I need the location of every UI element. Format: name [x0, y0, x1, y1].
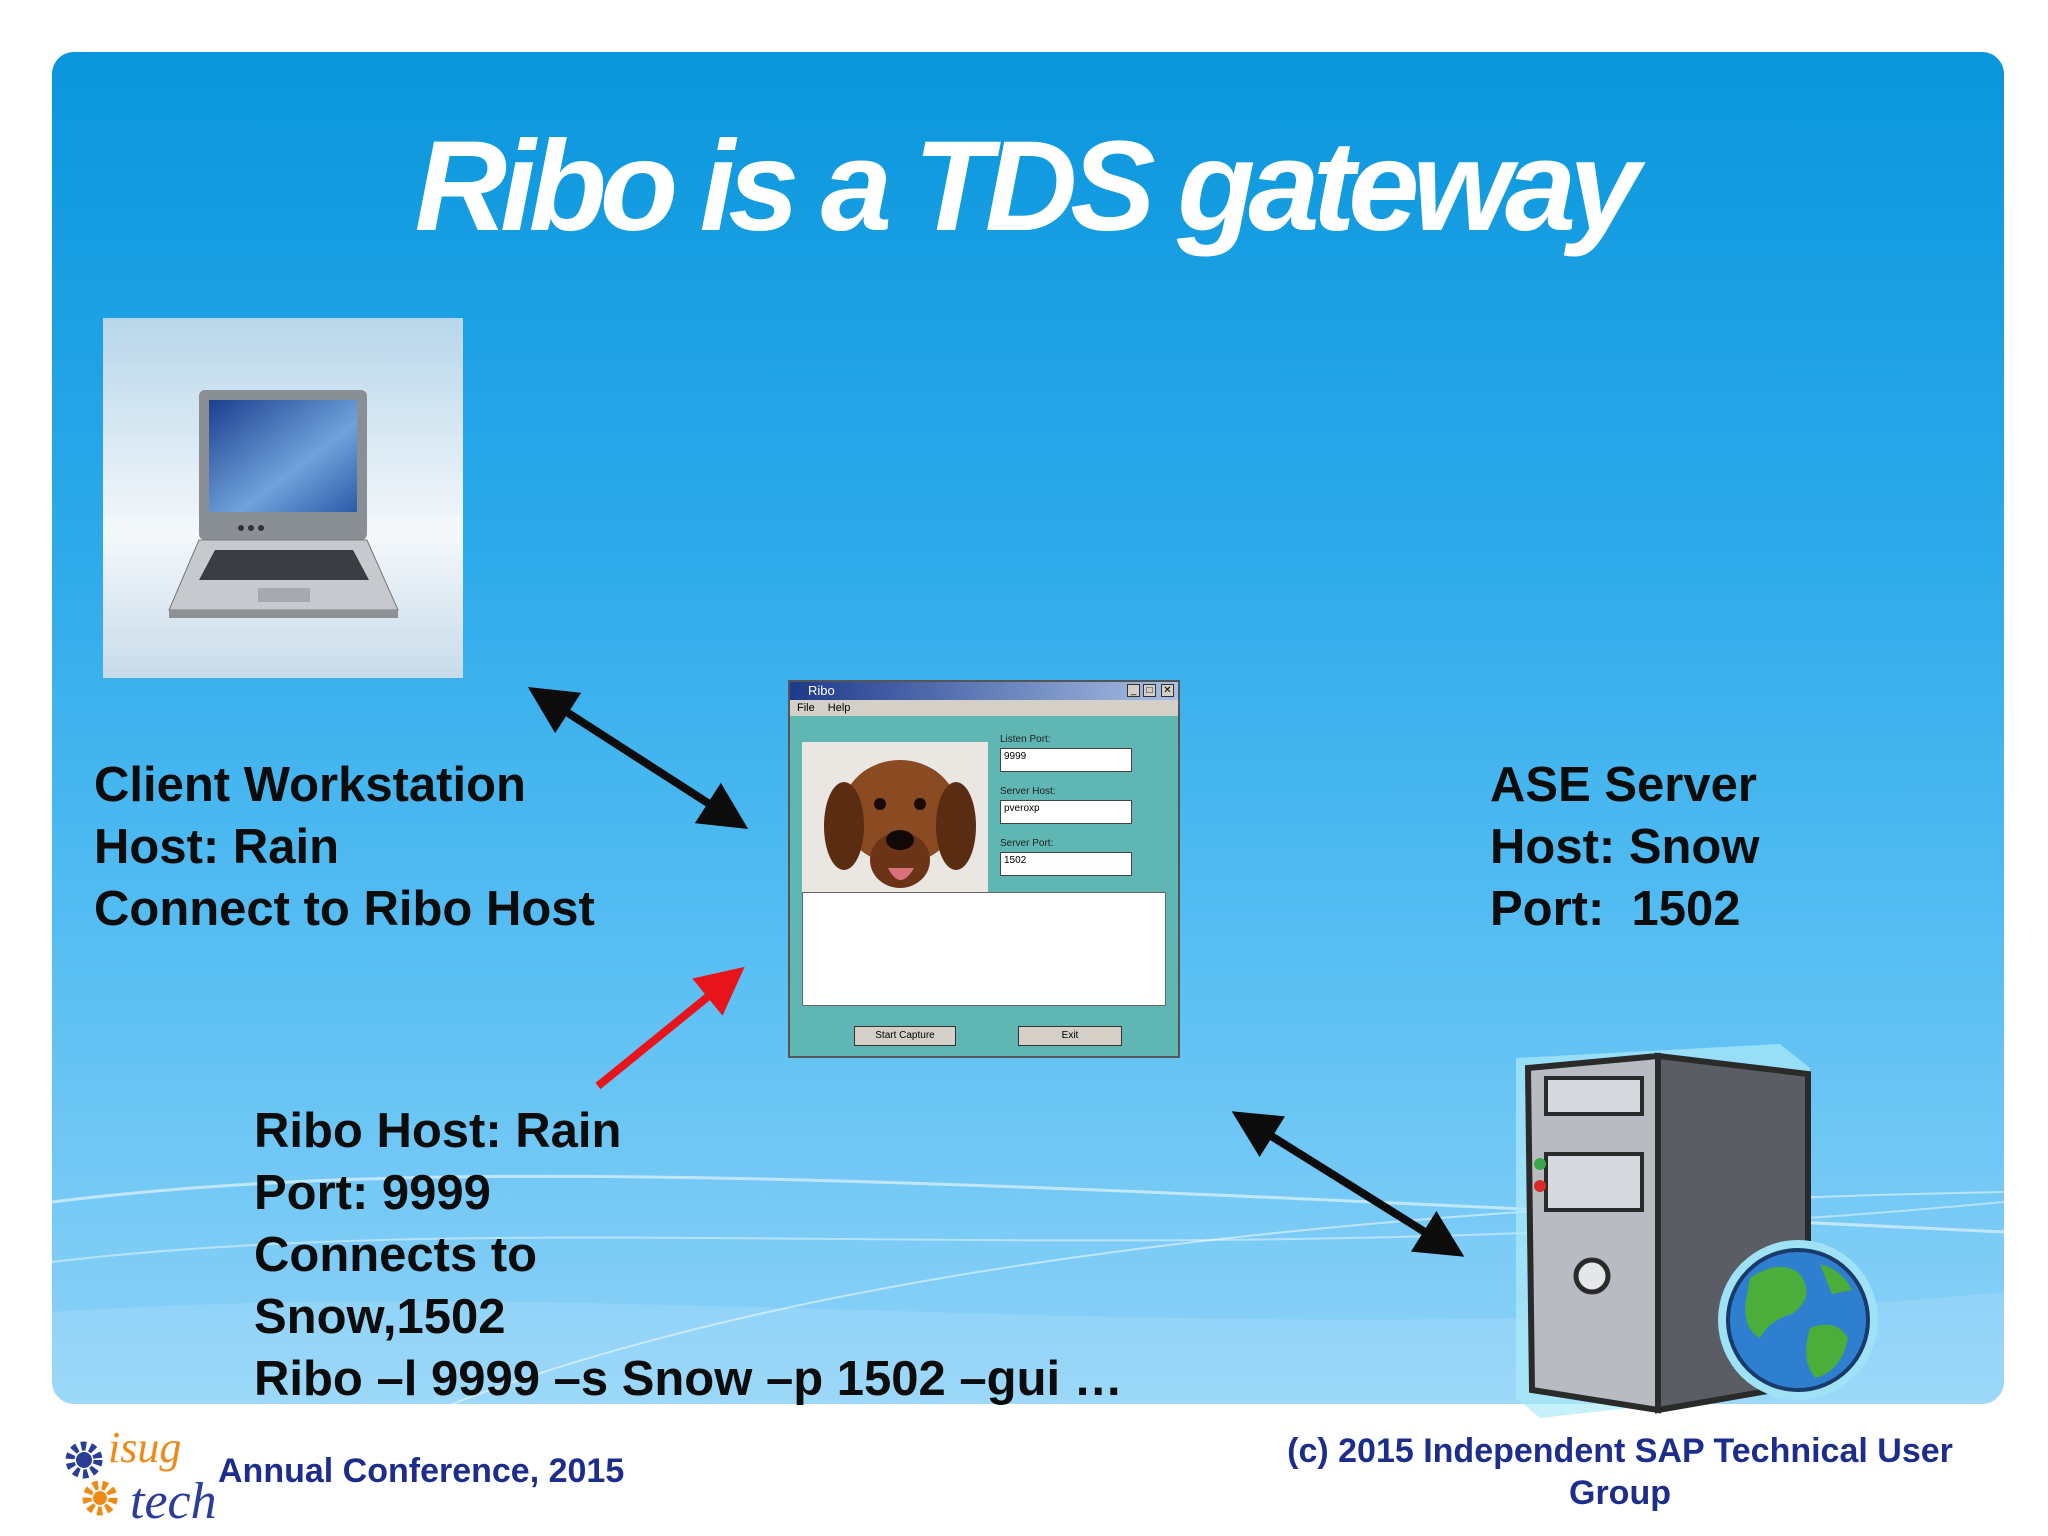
ribo-window-titlebar: Ribo _ □ ✕: [790, 682, 1178, 700]
footer-conference: Annual Conference, 2015: [218, 1452, 625, 1490]
server-host-field: pveroxp: [1000, 800, 1132, 824]
close-icon: ✕: [1161, 684, 1174, 697]
ribo-line-2: Port: 9999: [254, 1166, 491, 1220]
ribo-line-3: Connects to: [254, 1228, 538, 1282]
ribo-line-4: Snow,1502: [254, 1290, 506, 1344]
server-line-2: Host: Snow: [1490, 820, 1760, 874]
logo-isug-text: isug: [108, 1423, 181, 1472]
listen-port-field: 9999: [1000, 748, 1132, 772]
ribo-window-title: Ribo: [808, 683, 835, 698]
isug-tech-logo: isug tech: [65, 1423, 217, 1528]
client-workstation-text: Client Workstation Host: Rain Connect to…: [94, 754, 595, 940]
ribo-window-screenshot: Ribo _ □ ✕ File Help Listen Port: 9999 S…: [788, 680, 1180, 1058]
logo-tech-text: tech: [130, 1473, 217, 1528]
ribo-host-text: Ribo Host: Rain Port: 9999 Connects to S…: [254, 1100, 1123, 1410]
server-port-field: 1502: [1000, 852, 1132, 876]
ribo-line-1: Ribo Host: Rain: [254, 1104, 622, 1158]
ribo-command-line: Ribo –l 9999 –s Snow –p 1502 –gui …: [254, 1352, 1123, 1406]
client-line-2: Host: Rain: [94, 820, 339, 874]
ase-server-text: ASE Server Host: Snow Port: 1502: [1490, 754, 1759, 940]
client-ribo-arrow: [527, 686, 749, 830]
footer-copyright: (c) 2015 Independent SAP Technical User …: [1287, 1432, 1953, 1512]
menu-help: Help: [827, 702, 851, 714]
menu-file: File: [797, 702, 815, 714]
ribo-window-menu: File Help: [790, 700, 1178, 716]
slide-title: Ribo is a TDS gateway: [414, 115, 1641, 258]
listen-port-label: Listen Port:: [1000, 734, 1051, 745]
ribo-server-arrow: [1231, 1111, 1465, 1257]
ribo-host-pointer-arrow: [595, 966, 745, 1090]
server-line-1: ASE Server: [1490, 758, 1757, 812]
client-line-1: Client Workstation: [94, 758, 526, 812]
server-port-label: Server Port:: [1000, 838, 1054, 849]
server-line-3: Port: 1502: [1490, 882, 1741, 936]
capture-log-area: [802, 892, 1166, 1006]
minimize-icon: _: [1127, 684, 1140, 697]
server-host-label: Server Host:: [1000, 786, 1056, 797]
laptop-image: [103, 318, 463, 678]
dog-image: [802, 742, 988, 892]
exit-button: Exit: [1018, 1026, 1122, 1046]
maximize-icon: □: [1143, 684, 1156, 697]
server-tower-image: [1516, 1044, 1878, 1418]
gear-icon: [65, 1441, 118, 1516]
client-line-3: Connect to Ribo Host: [94, 882, 595, 936]
start-capture-button: Start Capture: [854, 1026, 956, 1046]
